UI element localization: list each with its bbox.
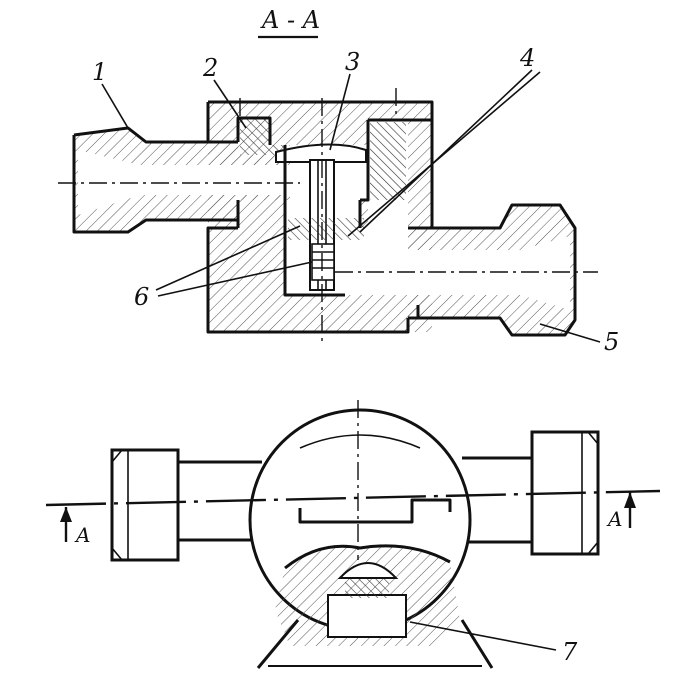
slot-insert — [370, 122, 406, 200]
plan-view — [45, 400, 661, 669]
section-mark-right: A — [606, 507, 622, 531]
callout-3: 3 — [345, 48, 360, 76]
plan-left-nut-chamfer — [111, 449, 129, 561]
section-arrow-left-head — [60, 507, 72, 522]
left-nut — [240, 118, 290, 155]
leader-4a — [359, 69, 533, 233]
section-mark-left: A — [74, 523, 90, 547]
left-fitting-outline — [72, 116, 272, 234]
plan-base — [256, 619, 494, 669]
leader-2 — [213, 79, 247, 129]
plan-horizontal-axis — [45, 489, 661, 507]
plan-inner-core — [345, 578, 389, 598]
leader-4b — [347, 71, 541, 237]
callout-4: 4 — [519, 44, 535, 72]
spring-block — [311, 243, 335, 281]
callout-7: 7 — [562, 638, 578, 666]
plan-left-nut — [110, 448, 180, 562]
leader-3 — [329, 73, 351, 151]
callout-1: 1 — [92, 58, 107, 86]
leader-5 — [539, 323, 601, 343]
plan-body-arc — [299, 434, 421, 449]
body-outline — [206, 100, 434, 334]
callout-6: 6 — [134, 283, 149, 311]
leader-7 — [409, 621, 557, 651]
plan-right-tube — [462, 456, 532, 544]
leader-6b — [157, 261, 313, 297]
leader-1 — [101, 83, 129, 129]
valve-seat — [288, 218, 364, 240]
plan-valve-dome — [337, 562, 399, 579]
cavity-outline — [283, 118, 432, 297]
leader-6a — [155, 225, 301, 291]
callout-2: 2 — [202, 54, 218, 82]
section-title-group: A - A — [258, 6, 320, 39]
section-arrow-right-head — [624, 492, 636, 508]
callouts-lower: 7 — [409, 621, 578, 666]
section-view — [58, 88, 598, 345]
plan-section-trace — [298, 498, 452, 524]
right-fitting-bore — [345, 236, 570, 310]
right-fitting-outline — [408, 203, 577, 337]
section-title: A - A — [260, 6, 320, 34]
section-markers: A A — [60, 492, 636, 547]
callouts-upper: 1 2 3 4 5 6 — [92, 44, 619, 356]
callout-5: 5 — [604, 328, 619, 356]
plan-left-tube — [178, 460, 262, 542]
valve-disc — [275, 143, 367, 163]
plan-breakout-edge — [284, 544, 451, 570]
plan-inner-part — [327, 594, 407, 638]
